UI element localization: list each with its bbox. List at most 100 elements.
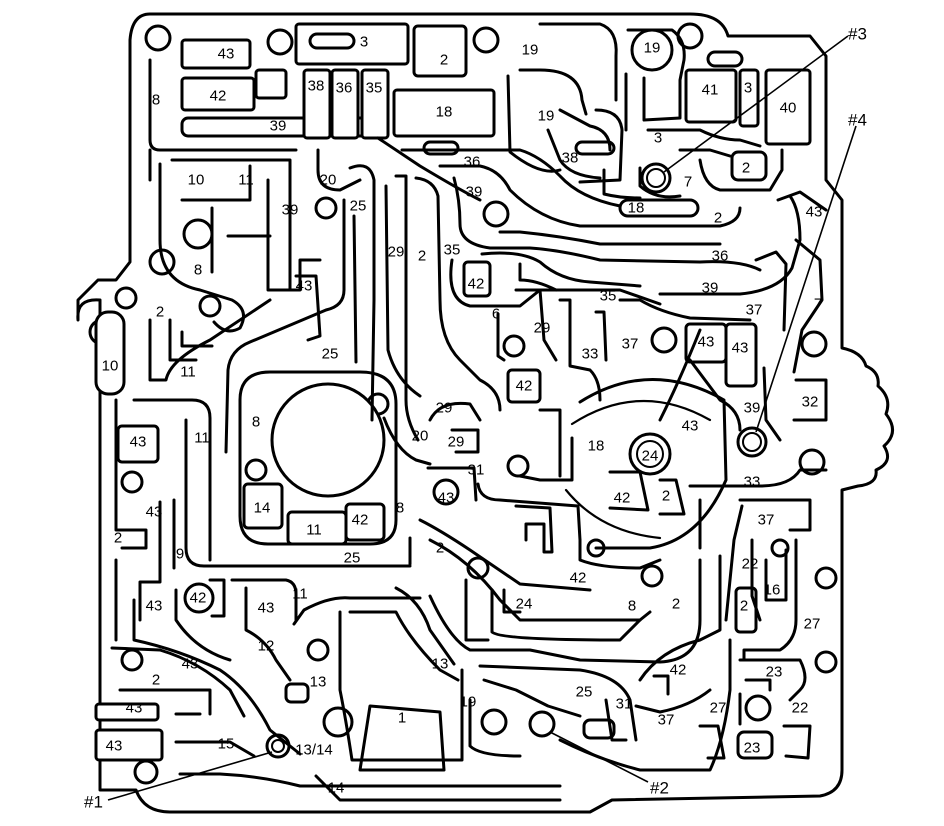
bolt-hole [198, 294, 222, 318]
passage-label: 6 [492, 306, 500, 323]
passage-label: 35 [600, 288, 617, 305]
passage-label: 20 [320, 172, 337, 189]
bolt-hole [472, 26, 500, 54]
passage-label: 31 [468, 462, 485, 479]
bolt-hole [244, 458, 268, 482]
passage-label: 42 [468, 276, 485, 293]
passage-label: 43 [296, 278, 313, 295]
passage-label: 36 [336, 80, 353, 97]
bolt-hole [314, 196, 338, 220]
passage-label: 29 [534, 320, 551, 337]
passage-label: 35 [444, 242, 461, 259]
passage-label: 24 [516, 596, 533, 613]
passage-label: 37 [746, 302, 763, 319]
main-bore [270, 382, 386, 498]
bolt-hole [266, 28, 294, 56]
passage-label: 43 [146, 504, 163, 521]
passage-label: 39 [466, 184, 483, 201]
passage-label: 8 [396, 500, 404, 517]
passage-label: 25 [350, 198, 367, 215]
callout-2: #2 [650, 779, 669, 798]
leader-2 [549, 731, 649, 783]
bore-42-ring [183, 582, 215, 614]
passage-label: 13 [432, 656, 449, 673]
passage-label: 20 [412, 428, 429, 445]
passage-label: 19 [538, 108, 555, 125]
accumulator-arc [578, 378, 728, 550]
passage-label: 35 [366, 80, 383, 97]
passage-label: 16 [764, 582, 781, 599]
check-balls [183, 28, 768, 759]
bolt-hole [814, 566, 838, 590]
passage-label: 19 [644, 40, 661, 57]
passage-label: 18 [628, 200, 645, 217]
passage-label: 7 [814, 296, 822, 313]
bolt-hole [480, 708, 508, 736]
passage-label: 37 [658, 712, 675, 729]
passage-label: 43 [698, 334, 715, 351]
passage-label: 13/14 [295, 742, 333, 759]
bolt-hole [466, 556, 490, 580]
passage-label: 2 [742, 160, 750, 177]
passage-label: 13 [310, 674, 327, 691]
passage-label: 19 [522, 42, 539, 59]
bolt-hole [744, 694, 772, 722]
passage-label: 11 [292, 586, 308, 603]
bore-43-ring [432, 478, 460, 506]
passage-labels: 43 3 2 19 19 19 41 3 40 8 42 38 36 35 18… [102, 34, 823, 797]
passage-label: 42 [210, 88, 227, 105]
passage-label: 42 [190, 590, 207, 607]
passage-label: 23 [744, 740, 761, 757]
check-ball-2 [528, 710, 556, 738]
passage-label: 39 [282, 202, 299, 219]
passage-label: 39 [702, 280, 719, 297]
passage-label: 37 [758, 512, 775, 529]
passage-label: 38 [562, 150, 579, 167]
passage-label: 3 [654, 130, 662, 147]
passage-label: 3 [360, 34, 368, 51]
passage-label: 8 [252, 414, 260, 431]
bolt-hole [133, 759, 159, 785]
passage-label: 42 [670, 662, 687, 679]
passage-label: 43 [218, 46, 235, 63]
passage-label: 43 [130, 434, 147, 451]
callout-4: #4 [848, 111, 867, 130]
passage-label: 11 [194, 430, 210, 447]
passage-label: 43 [106, 738, 123, 755]
callout-1: #1 [84, 793, 103, 812]
passage-label: 43 [182, 656, 199, 673]
bolt-hole [770, 538, 790, 558]
central-bore [238, 370, 398, 546]
passage-label: 29 [436, 400, 453, 417]
passage-label: 37 [622, 336, 639, 353]
passage-label: 43 [258, 600, 275, 617]
passage-label: 8 [152, 92, 160, 109]
passage-label: 42 [516, 378, 533, 395]
passage-label: 2 [156, 304, 164, 321]
passage-label: 25 [344, 550, 361, 567]
bolt-hole [482, 200, 510, 228]
passage-label: 36 [712, 248, 729, 265]
leader-3 [663, 35, 849, 173]
passage-label: 29 [388, 244, 405, 261]
passage-label: 27 [710, 700, 727, 717]
callout-labels: #1 #2 #3 #4 [84, 25, 867, 812]
bolt-hole [640, 564, 664, 588]
passage-label: 36 [464, 154, 481, 171]
passage-label: 14 [328, 780, 345, 797]
passage-label: 29 [448, 434, 465, 451]
passage-label: 23 [766, 664, 783, 681]
leader-4 [755, 125, 857, 433]
passage-label: 32 [802, 394, 819, 411]
passage-label: 33 [582, 346, 599, 363]
passage-label: 38 [308, 78, 325, 95]
leader-1 [107, 751, 273, 801]
passage-label: 14 [254, 500, 271, 517]
passage-label: 2 [436, 540, 444, 557]
passage-label: 43 [682, 418, 699, 435]
passage-label: 2 [114, 530, 122, 547]
passage-label: 2 [418, 248, 426, 265]
passage-label: 31 [616, 696, 633, 713]
